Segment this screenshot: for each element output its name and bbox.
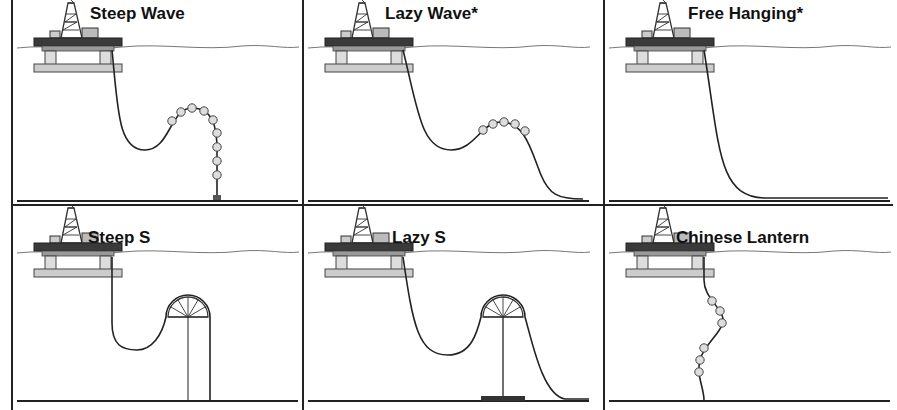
steep-s-panel bbox=[17, 205, 299, 401]
panel-title: Lazy Wave* bbox=[385, 4, 478, 24]
panel-title: Steep S bbox=[88, 228, 150, 248]
panel-title: Steep Wave bbox=[90, 4, 185, 24]
chinese-lantern-panel bbox=[609, 205, 891, 401]
lazy-s-panel bbox=[308, 205, 590, 401]
steep-wave-panel bbox=[17, 0, 299, 201]
lazy-wave-panel bbox=[308, 0, 590, 201]
panel-title: Lazy S bbox=[392, 228, 446, 248]
panel-divider bbox=[12, 0, 893, 410]
free-hanging-panel bbox=[609, 0, 891, 201]
panel-title: Free Hanging* bbox=[688, 4, 803, 24]
panel-title: Chinese Lantern bbox=[676, 228, 809, 248]
